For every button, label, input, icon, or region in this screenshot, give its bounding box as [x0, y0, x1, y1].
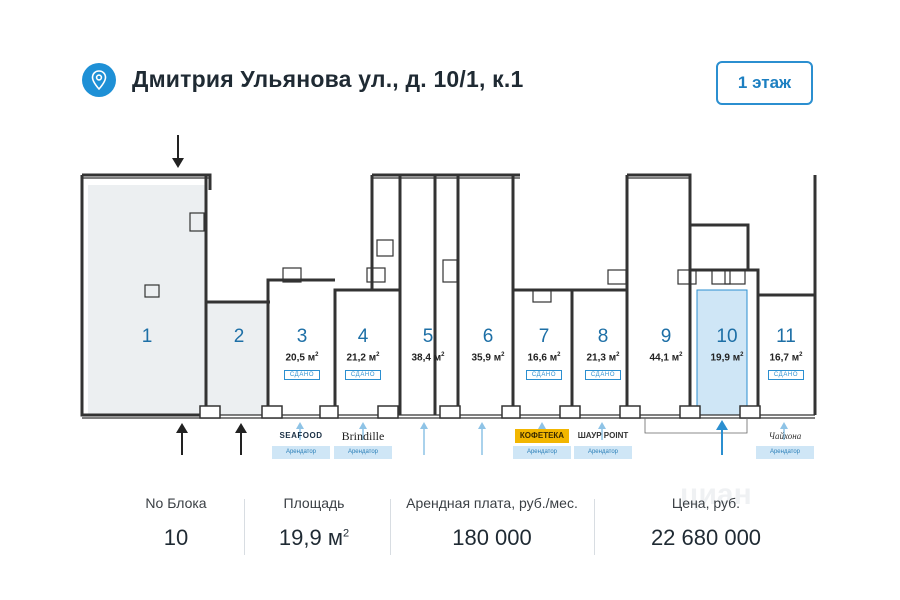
unit-area: 16,6 м2: [527, 352, 561, 364]
unit-1[interactable]: 1: [127, 326, 167, 348]
status-badge: СДАНО: [525, 370, 563, 381]
status-badge: СДАНО: [344, 370, 382, 381]
unit-number: 2: [233, 326, 245, 347]
unit-number: 10: [716, 326, 738, 347]
connector-9-10: [644, 418, 748, 434]
divider: [244, 499, 245, 555]
divider: [594, 499, 595, 555]
floor-plan: 1 2 3 20,5 м2 СДАНО 4 21,2 м2 СДАНО 5 38…: [0, 130, 900, 475]
tenant-logo: SEAFOOD: [279, 431, 323, 440]
tenant-card-chaikhona[interactable]: Чайхона Арендатор: [756, 426, 814, 460]
unit-number: 4: [357, 326, 369, 347]
tenant-tag: Арендатор: [574, 446, 632, 459]
unit-area: 44,1 м2: [649, 352, 683, 364]
unit-area: 21,3 м2: [586, 352, 620, 364]
unit-number: 3: [296, 326, 308, 347]
tenant-logo: КОФЕТЕКА: [515, 429, 569, 443]
tenant-card-brindille[interactable]: Brindille Арендатор: [334, 426, 392, 460]
tenant-card-seafood[interactable]: SEAFOOD Арендатор: [272, 426, 330, 460]
unit-number: 8: [597, 326, 609, 347]
unit-10[interactable]: 10 19,9 м2: [697, 326, 757, 363]
unit-number: 7: [538, 326, 550, 347]
tenant-card-kofeteka[interactable]: КОФЕТЕКА Арендатор: [513, 426, 571, 460]
unit-number: 11: [776, 326, 796, 347]
unit-area: 19,9 м2: [710, 352, 744, 364]
unit-number: 5: [422, 326, 434, 347]
price-stat: Цена, руб. 22 680 000: [596, 495, 816, 551]
block-label: No Блока: [145, 495, 207, 511]
rent-value: 180 000: [452, 525, 532, 550]
unit-8[interactable]: 8 21,3 м2 СДАНО: [573, 326, 633, 381]
tenant-logo: ШАУР POINT: [577, 431, 629, 440]
price-value: 22 680 000: [650, 525, 762, 550]
block-number-stat: No Блока 10: [96, 495, 256, 551]
area-label: Площадь: [283, 495, 345, 511]
unit-number: 1: [141, 326, 153, 347]
unit-11[interactable]: 11 16,7 м2 СДАНО: [756, 326, 816, 381]
page-title: Дмитрия Ульянова ул., д. 10/1, к.1: [132, 66, 524, 92]
rent-stat: Арендная плата, руб./мес. 180 000: [392, 495, 592, 551]
tenant-logo: Чайхона: [768, 431, 802, 441]
entrance-arrows: [172, 135, 788, 455]
unit-3[interactable]: 3 20,5 м2 СДАНО: [272, 326, 332, 381]
block-value: 10: [163, 525, 189, 550]
area-value: 19,9 м2: [278, 525, 350, 550]
unit-4[interactable]: 4 21,2 м2 СДАНО: [333, 326, 393, 381]
tenant-card-shaurpoint[interactable]: ШАУР POINT Арендатор: [574, 426, 632, 460]
unit-area: 38,4 м2: [411, 352, 445, 364]
floor-plan-drawing: [80, 135, 817, 455]
unit-5[interactable]: 5 38,4 м2: [398, 326, 458, 363]
unit-number: 6: [482, 326, 494, 347]
unit-1-fill: [88, 185, 206, 415]
tenant-logo: Brindille: [341, 429, 385, 443]
unit-10-highlight[interactable]: [696, 289, 748, 416]
unit-2-fill: [207, 302, 267, 415]
status-badge: СДАНО: [767, 370, 805, 381]
unit-2[interactable]: 2: [219, 326, 259, 348]
status-badge: СДАНО: [584, 370, 622, 381]
bottom-pillars: [199, 405, 761, 419]
divider: [390, 499, 391, 555]
unit-number: 9: [660, 326, 672, 347]
unit-7[interactable]: 7 16,6 м2 СДАНО: [514, 326, 574, 381]
price-label: Цена, руб.: [671, 495, 741, 511]
rent-label: Арендная плата, руб./мес.: [406, 495, 578, 511]
floor-selector-button[interactable]: 1 этаж: [716, 61, 813, 105]
location-pin-icon: [82, 63, 116, 97]
unit-9[interactable]: 9 44,1 м2: [636, 326, 696, 363]
tenant-tag: Арендатор: [272, 446, 330, 459]
unit-area: 21,2 м2: [346, 352, 380, 364]
unit-6[interactable]: 6 35,9 м2: [458, 326, 518, 363]
header: Дмитрия Ульянова ул., д. 10/1, к.1 1 эта…: [0, 0, 900, 110]
unit-area: 16,7 м2: [769, 352, 803, 364]
unit-area: 35,9 м2: [471, 352, 505, 364]
watermark: циан: [680, 478, 752, 511]
tenant-tag: Арендатор: [756, 446, 814, 459]
status-badge: СДАНО: [283, 370, 321, 381]
unit-area: 20,5 м2: [285, 352, 319, 364]
area-stat: Площадь 19,9 м2: [236, 495, 392, 551]
tenant-tag: Арендатор: [334, 446, 392, 459]
tenant-tag: Арендатор: [513, 446, 571, 459]
unit-summary: No Блока 10 Площадь 19,9 м2 Арендная пла…: [0, 495, 900, 595]
